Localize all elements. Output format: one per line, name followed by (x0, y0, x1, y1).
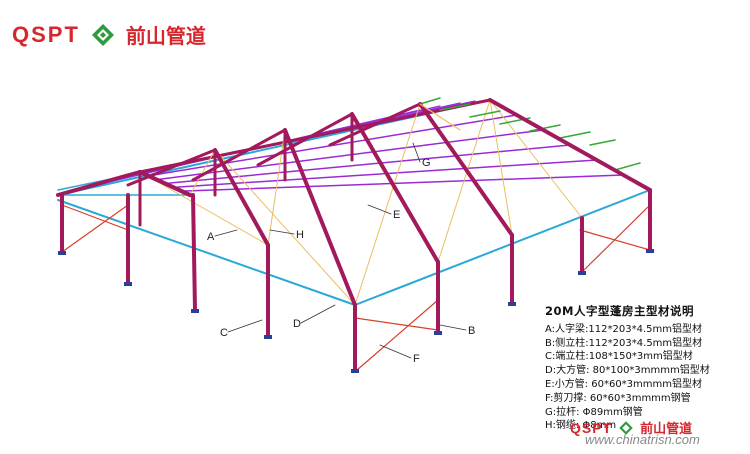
base-plate (646, 249, 654, 253)
part-label-d: D (293, 318, 301, 330)
part-label-h: H (296, 229, 304, 241)
purlin-tail (419, 97, 441, 105)
material-legend: 20M人字型蓬房主型材说明 A:人字梁:112*203*4.5mm铝型材 B:侧… (545, 304, 710, 433)
watermark-text: QSPT (570, 419, 613, 436)
legend-item-d: D:大方管: 80*100*3mmmm铝型材 (545, 365, 710, 377)
tie-rod-G (419, 103, 461, 131)
logo-chinese-name: 前山管道 (125, 24, 206, 48)
purlin-tube (164, 144, 571, 185)
legend-item-f: F:剪刀撑: 60*60*3mmmm钢管 (545, 392, 691, 404)
base-plate (191, 309, 199, 313)
purlin-tube (180, 174, 625, 192)
brand-logo: QSPT 前山管道 (12, 20, 206, 49)
back-rafter (328, 102, 422, 147)
leader-line (367, 204, 392, 215)
base-plate (124, 282, 132, 286)
purlin-tail (614, 162, 641, 171)
leader-line (439, 324, 467, 331)
cable-H (489, 99, 583, 219)
legend-item-e: E:小方管: 60*60*3mmmm铝型材 (545, 378, 703, 390)
purlin-tail (589, 139, 616, 146)
purlin-tube (155, 129, 545, 181)
back-rafter (126, 148, 217, 187)
brace-F (354, 317, 439, 331)
leader-line (214, 229, 238, 237)
leader-line (269, 229, 295, 235)
brace-F (61, 204, 129, 231)
brace-F (356, 299, 439, 371)
logo-mark-icon (91, 23, 114, 46)
cable-H (437, 99, 491, 263)
base-plate (578, 271, 586, 275)
legend-item-b: B:侧立柱:112*203*4.5mm铝型材 (545, 337, 703, 349)
rafter-A (283, 128, 357, 307)
rafter-A (350, 112, 440, 264)
column (191, 193, 197, 312)
back-rafter (256, 112, 354, 167)
base-plate (434, 331, 442, 335)
cable-H (267, 129, 286, 246)
leader-line (412, 142, 421, 163)
near-eave-tube-D (57, 199, 356, 306)
brace-F (581, 204, 651, 273)
legend-title: 20M人字型蓬房主型材说明 (545, 304, 694, 318)
purlin-tail (439, 103, 471, 111)
purlin-tail (529, 124, 561, 132)
part-label-c: C (220, 327, 228, 339)
rafter-A (213, 148, 270, 247)
ridge-beam (138, 98, 492, 174)
back-rafter (56, 170, 142, 197)
cable-H (189, 149, 216, 196)
rafter-A (488, 98, 652, 192)
legend-item-g: G:拉杆: Φ89mm钢管 (545, 406, 643, 418)
legend-item-h: H:钢缆: Φ8mm (545, 420, 617, 432)
brace-F (61, 204, 129, 253)
cable-H (489, 99, 513, 236)
base-plate (264, 335, 272, 339)
watermark-logo: QSPT 前山管道 (570, 418, 693, 438)
base-plate (351, 369, 359, 373)
cable-H (214, 149, 356, 306)
part-label-b: B (468, 325, 475, 337)
leader-line (300, 304, 336, 324)
base-plate (58, 251, 66, 255)
watermark-url: www.chinatrisn.com (585, 432, 700, 447)
front-eave-tube (354, 189, 651, 306)
cable-H (354, 103, 421, 306)
back-rafter (191, 128, 287, 182)
purlin-tail (469, 110, 501, 118)
watermark-mark-icon (619, 420, 633, 435)
part-label-a: A (207, 231, 215, 243)
rafter-A (138, 170, 192, 197)
leader-line (379, 344, 412, 359)
logo-text: QSPT (12, 21, 80, 47)
watermark-chinese-name: 前山管道 (640, 422, 693, 437)
part-label-g: G (422, 157, 431, 169)
part-label-f: F (413, 353, 420, 365)
cable-H (139, 171, 269, 246)
leader-line (227, 319, 263, 333)
base-plate (508, 302, 516, 306)
legend-item-a: A:人字梁:112*203*4.5mm铝型材 (545, 323, 702, 335)
part-label-e: E (393, 209, 400, 221)
legend-item-c: C:端立柱:108*150*3mm铝型材 (545, 351, 693, 363)
purlin-tail (559, 131, 591, 139)
rafter-A (418, 102, 514, 237)
